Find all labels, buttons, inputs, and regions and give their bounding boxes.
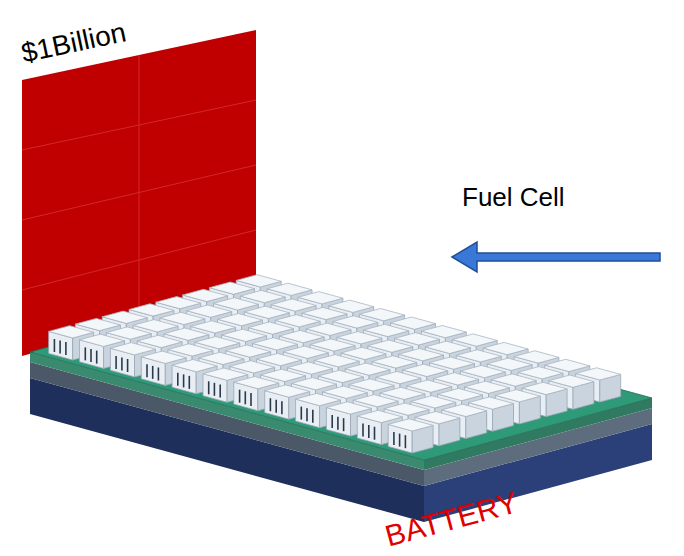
cell-stripe	[158, 368, 160, 381]
cell-stripe	[270, 398, 272, 411]
cell-stripe	[374, 427, 376, 440]
fuel-cell-label: Fuel Cell	[462, 184, 565, 210]
cell-top	[326, 402, 371, 414]
cell-top	[141, 351, 186, 363]
cell-stripe	[337, 417, 339, 430]
cell-stripe	[121, 357, 123, 370]
cell-stripe	[54, 339, 56, 352]
cell-stripe	[59, 341, 61, 354]
cell-stripe	[214, 383, 216, 396]
cell-stripe	[152, 366, 154, 379]
cell-top	[296, 393, 341, 405]
battery-slab	[30, 290, 652, 522]
cell-top	[110, 343, 155, 355]
cell-top	[203, 368, 248, 380]
cell-stripe	[115, 356, 117, 369]
slab-top	[30, 290, 652, 460]
cell-array	[49, 275, 621, 453]
cell-top	[172, 360, 217, 372]
slab-side	[30, 362, 424, 486]
cell-stripe	[177, 373, 179, 386]
slab-side	[30, 352, 424, 470]
cell-stripe	[362, 424, 364, 437]
cell-stripe	[208, 381, 210, 394]
cell-stripe	[300, 407, 302, 420]
cell-stripe	[399, 434, 401, 447]
cell-stripe	[183, 374, 185, 387]
cell-stripe	[85, 347, 87, 360]
cell-stripe	[368, 425, 370, 438]
cell-stripe	[405, 435, 407, 448]
cost-wall	[22, 30, 256, 356]
cost-label: $1Billion	[19, 18, 128, 67]
cell-stripe	[219, 384, 221, 397]
cell-stripe	[343, 418, 345, 431]
cell-top	[80, 334, 125, 346]
cell-stripe	[96, 351, 98, 364]
cell-stripe	[189, 376, 191, 389]
cell-stripe	[90, 349, 92, 362]
cell-stripe	[250, 393, 252, 406]
cell-stripe	[275, 400, 277, 413]
wall-grid	[22, 55, 256, 324]
cell-top	[234, 377, 279, 389]
cell-top	[265, 385, 310, 397]
cell-stripe	[245, 391, 247, 404]
cell-stripe	[306, 408, 308, 421]
direction-arrow	[452, 242, 660, 272]
cell-stripe	[281, 401, 283, 414]
cell-stripe	[65, 342, 67, 355]
cell-stripe	[393, 432, 395, 445]
cell-stripe	[239, 390, 241, 403]
cell-top	[357, 410, 402, 422]
cell-top	[388, 419, 433, 431]
cell-stripe	[312, 410, 314, 423]
cell-stripe	[146, 364, 148, 377]
cell-top	[49, 326, 94, 338]
cell-stripe	[331, 415, 333, 428]
cell-stripe	[127, 359, 129, 372]
